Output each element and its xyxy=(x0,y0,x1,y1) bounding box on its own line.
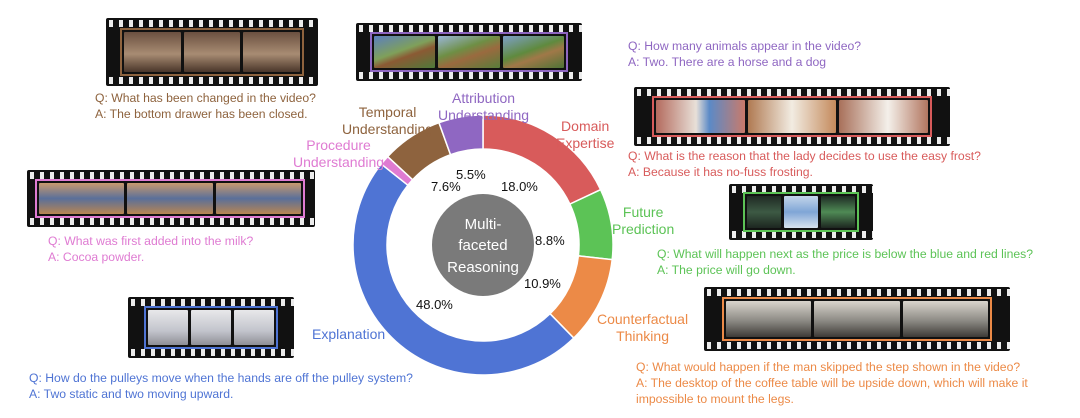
center-circle xyxy=(432,194,534,296)
video-strip-future xyxy=(729,184,873,240)
video-frame xyxy=(747,196,781,228)
video-frame xyxy=(902,301,988,337)
video-frame xyxy=(234,310,274,345)
video-strip-explanation xyxy=(128,297,294,358)
video-strip-domain xyxy=(634,87,950,146)
video-frame xyxy=(839,100,929,133)
video-frame xyxy=(814,301,900,337)
video-frame xyxy=(784,196,818,228)
qa-attribution: Q: How many animals appear in the video?… xyxy=(628,39,862,69)
qa-explanation: Q: How do the pulleys move when the hand… xyxy=(29,371,413,401)
donut-segment-attribution-understanding xyxy=(438,114,484,156)
video-frame xyxy=(124,32,181,72)
video-frame xyxy=(127,183,213,214)
pct-attribution-understanding: 5.5% xyxy=(456,167,486,182)
center-label-line-1: Multi- xyxy=(465,216,502,233)
center-label-line-3: Reasoning xyxy=(447,259,519,276)
video-frame xyxy=(215,183,301,214)
video-strip-attribution xyxy=(356,23,582,81)
video-strip-temporal xyxy=(106,18,318,86)
video-frame xyxy=(183,32,241,72)
pct-temporal-understanding: 7.6% xyxy=(431,179,461,194)
video-frame xyxy=(148,310,188,345)
video-strip-counterfactual xyxy=(704,287,1010,351)
qa-counterfactual: Q: What would happen if the man skipped … xyxy=(636,360,1028,406)
pct-future-prediction: 8.8% xyxy=(535,233,565,248)
video-frame xyxy=(438,36,500,68)
video-frame xyxy=(747,100,837,133)
video-frame xyxy=(243,32,301,72)
video-frame xyxy=(656,100,745,133)
center-label-line-2: faceted xyxy=(458,237,507,254)
video-frame xyxy=(726,301,812,337)
pct-domain-expertise: 18.0% xyxy=(501,179,538,194)
video-frame xyxy=(191,310,231,345)
pct-counterfactual-thinking: 10.9% xyxy=(524,276,561,291)
qa-procedure: Q: What was first added into the milk?A:… xyxy=(48,234,254,264)
qa-future: Q: What will happen next as the price is… xyxy=(657,247,1033,277)
video-frame xyxy=(374,36,436,68)
video-strip-procedure xyxy=(27,170,315,227)
video-frame xyxy=(39,183,125,214)
qa-domain: Q: What is the reason that the lady deci… xyxy=(628,149,981,179)
donut-segment-explanation xyxy=(352,162,575,376)
video-frame xyxy=(821,196,855,228)
label-explanation: Explanation xyxy=(312,326,386,342)
pct-explanation: 48.0% xyxy=(416,297,453,312)
qa-temporal: Q: What has been changed in the video?A:… xyxy=(95,91,316,121)
video-frame xyxy=(502,36,564,68)
